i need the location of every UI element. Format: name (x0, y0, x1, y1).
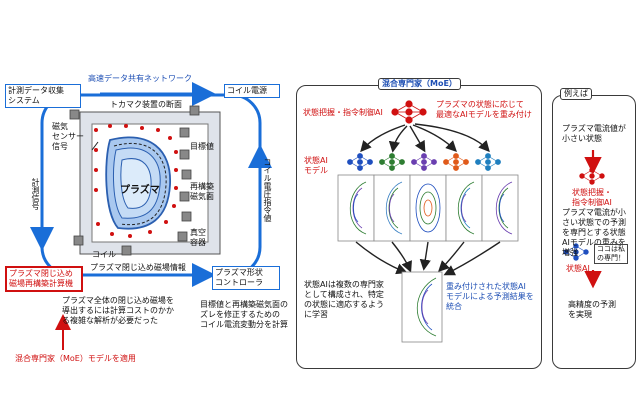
ctrl-note-line1: 目標値と再構築磁気面の (200, 300, 288, 309)
ctrl-note-line3: コイル電流変動分を計算 (200, 320, 288, 329)
shape-controller-line1: プラズマ形状 (215, 268, 263, 277)
measurement-signal-label: 計測信号 (31, 178, 40, 210)
expert-net-4 (443, 153, 469, 171)
expert-net-2 (379, 153, 405, 171)
expert-net-5 (475, 153, 501, 171)
target-label: 目標値 (190, 142, 214, 151)
integrated-contours (416, 277, 437, 337)
expert-net-1 (347, 153, 373, 171)
example-callout-line1: ココは私 (597, 245, 625, 253)
weighted-note-line2: モデルによる予測結果を (446, 292, 534, 301)
example-gate-label: 状態把握・ 指令制御AI (572, 188, 612, 208)
expert-net-3 (411, 153, 437, 171)
weighted-note: 重み付けされた状態AI モデルによる予測結果を 統合 (446, 282, 534, 312)
example-gate-line1: 状態把握・ (572, 188, 612, 197)
gate-label: 状態把握・指令制御AI (303, 108, 383, 117)
example-state-ai: 状態AI (566, 264, 590, 273)
coil-label: コイル (92, 250, 116, 259)
example-desc: プラズマ電流が小 さい状態での予測 を専門とする状態 AIモデルの重みを 増強 (562, 208, 626, 258)
example-state-net (563, 243, 589, 261)
state-ai-label: 状態AI モデル (304, 156, 328, 176)
example-panel (552, 95, 636, 369)
measurement-system-line2: システム (8, 96, 40, 105)
plasma-contours (105, 136, 171, 230)
moe-title: 混合専門家（MoE） (378, 78, 461, 90)
coil-voltage-label: コイル電圧指令値 (263, 158, 272, 222)
calc-note-line1: プラズマ全体の閉じ込め磁場を (62, 296, 174, 305)
example-result-line1: 高精度の予測 (568, 300, 616, 309)
example-desc-line4: AIモデルの重みを (562, 238, 626, 247)
ctrl-note: 目標値と再構築磁気面の ズレを修正するための コイル電流変動分を計算 (200, 300, 288, 330)
state-ai-note-line4: に学習 (304, 310, 328, 319)
coil-power-label: コイル電源 (227, 86, 267, 95)
confinement-label: プラズマ閉じ込め磁場情報 (90, 263, 186, 272)
example-callout-line2: の専門！ (597, 254, 625, 262)
gate-network (391, 100, 427, 124)
calc-note-line3: る複雑な解析が必要だった (62, 316, 158, 325)
example-gate-net (579, 167, 605, 185)
reconstruction-line1: プラズマ閉じ込め (9, 269, 73, 278)
shape-controller-box: プラズマ形状 コントローラ (212, 266, 280, 290)
moe-panel (296, 85, 542, 369)
moe-apply-label: 混合専門家（MoE）モデルを適用 (15, 354, 136, 363)
state-ai-note-line1: 状態AIは複数の専門家 (304, 280, 384, 289)
calc-note-line2: 導出するには計算コストのかか (62, 306, 174, 315)
measurement-system-box: 計測データ収集 システム (5, 84, 81, 108)
ctrl-note-line2: ズレを修正するための (200, 310, 280, 319)
weighted-note-line1: 重み付けされた状態AI (446, 282, 526, 291)
sensor-line3: 信号 (52, 142, 68, 151)
measurement-system-line1: 計測データ収集 (8, 86, 64, 95)
example-q1-line1: プラズマ電流値が (562, 124, 626, 133)
calc-note: プラズマ全体の閉じ込め磁場を 導出するには計算コストのかか る複雑な解析が必要だ… (62, 296, 174, 326)
weighted-note-line3: 統合 (446, 302, 462, 311)
example-title: 例えば (560, 88, 592, 100)
example-q1-line2: 小さい状態 (562, 134, 602, 143)
example-result: 高精度の予測 を実現 (568, 300, 616, 320)
merge-arrows (355, 241, 501, 276)
vessel-label: 真空 容器 (190, 228, 206, 248)
reconstructed-label: 再構築 磁気面 (190, 182, 214, 202)
sensor-dots (94, 124, 178, 238)
vessel-line2: 容器 (190, 238, 206, 247)
gate-note-line1: プラズマの状態に応じて (436, 100, 524, 109)
coil-squares (69, 105, 200, 256)
state-ai-line1: 状態AI (304, 156, 328, 165)
reconstructed-line2: 磁気面 (190, 192, 214, 201)
reconstructed-line1: 再構築 (190, 182, 214, 191)
gate-note: プラズマの状態に応じて 最適なAIモデルを重み付け (436, 100, 532, 120)
expert-plot-contours (349, 181, 513, 235)
example-desc-line3: を専門とする状態 (562, 228, 626, 237)
example-result-line2: を実現 (568, 310, 592, 319)
sensor-label: 磁気 センサー 信号 (52, 122, 84, 152)
example-gate-line2: 指令制御AI (572, 198, 612, 207)
example-desc-line2: さい状態での予測 (562, 218, 626, 227)
example-desc-line1: プラズマ電流が小 (562, 208, 626, 217)
state-ai-line2: モデル (304, 166, 328, 175)
sensor-line2: センサー (52, 132, 84, 141)
state-ai-note-line2: として構成され、特定 (304, 290, 384, 299)
state-ai-note: 状態AIは複数の専門家 として構成され、特定 の状態に適応するよう に学習 (304, 280, 384, 320)
reconstruction-line2: 磁場再構築計算機 (9, 279, 73, 288)
shape-controller-line2: コントローラ (215, 278, 263, 287)
state-ai-note-line3: の状態に適応するよう (304, 300, 384, 309)
example-q1: プラズマ電流値が 小さい状態 (562, 124, 626, 144)
plasma-label: プラズマ (120, 185, 160, 196)
gate-note-line2: 最適なAIモデルを重み付け (436, 110, 532, 119)
example-desc-line5: 増強 (562, 248, 578, 257)
gate-arrows (360, 123, 490, 153)
tokamak-label: トカマク装置の断面 (110, 100, 182, 109)
vessel-line1: 真空 (190, 228, 206, 237)
sensor-line1: 磁気 (52, 122, 68, 131)
expert-plots (337, 174, 519, 242)
network-label: 高速データ共有ネットワーク (88, 74, 192, 83)
coil-power-box: コイル電源 (224, 84, 280, 98)
example-callout: ココは私 の専門！ (594, 244, 628, 264)
reconstruction-box: プラズマ閉じ込め 磁場再構築計算機 (5, 266, 83, 292)
